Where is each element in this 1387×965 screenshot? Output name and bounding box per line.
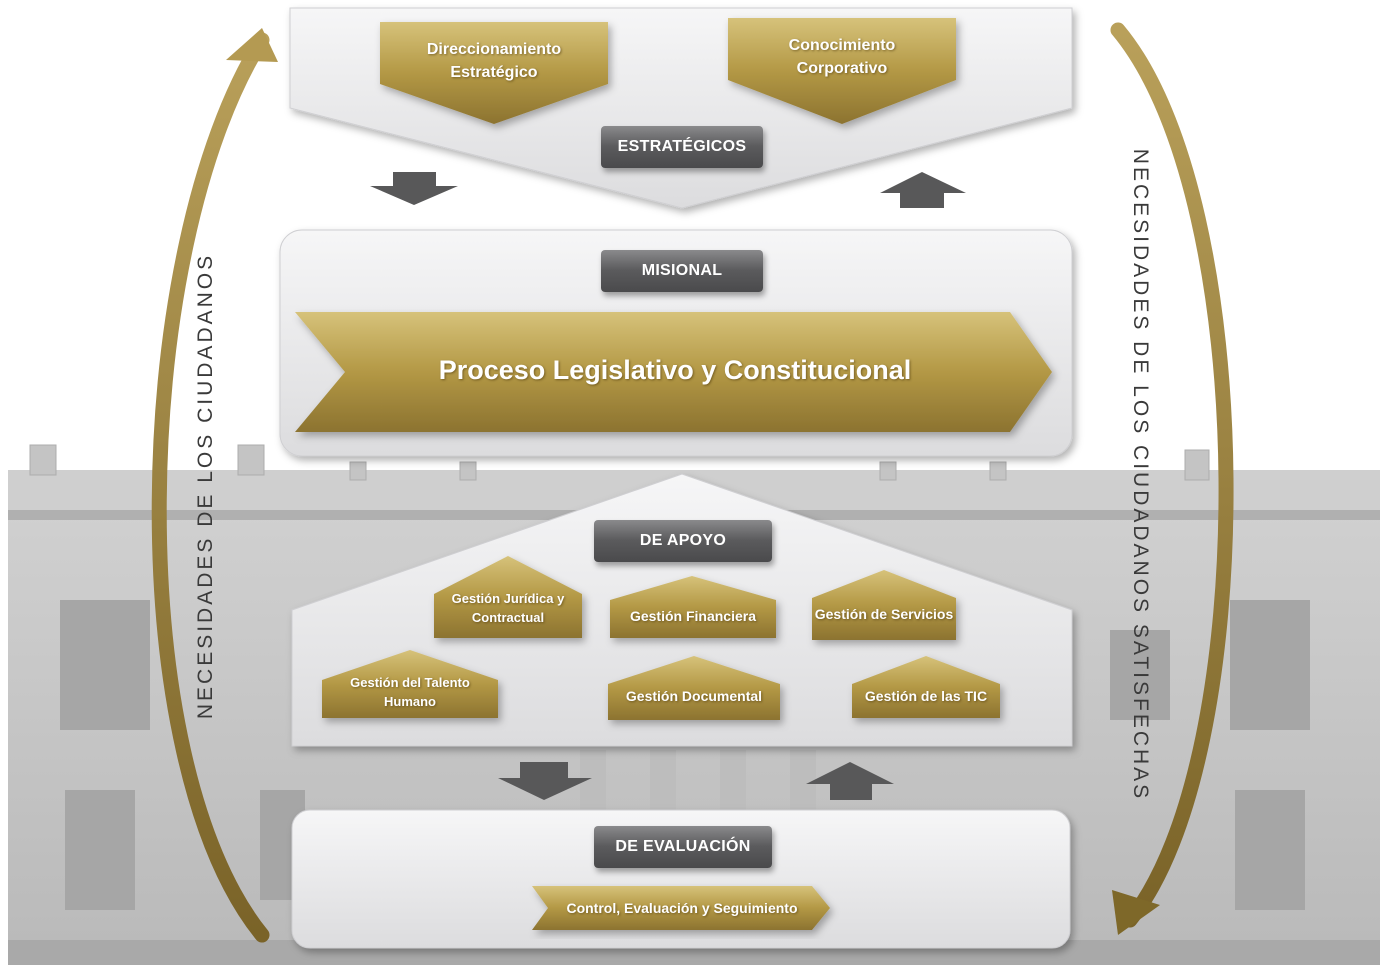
right-side-label: NECESIDADES DE LOS CIUDADANOS SATISFECHA… (1129, 148, 1152, 802)
strategic-tag: ESTRATÉGICOS (601, 126, 763, 168)
evaluacion-process-label: Control, Evaluación y Seguimiento (566, 899, 798, 916)
left-arc-arrowhead (226, 28, 278, 62)
apoyo-item-2: Gestión Financiera (629, 607, 757, 624)
evaluacion-tag: DE EVALUACIÓN (594, 826, 772, 868)
apoyo-tag: DE APOYO (594, 520, 772, 562)
right-cycle-arc (1110, 22, 1234, 928)
apoyo-item-6: Gestión de las TIC (864, 687, 988, 704)
apoyo-item-2-shape (610, 576, 776, 638)
strategic-item-1-shape (380, 22, 608, 124)
evaluacion-process-shape (532, 886, 830, 930)
strategic-item-2: Conocimiento Corporativo (788, 36, 896, 77)
apoyo-item-5: Gestión Documental (625, 687, 763, 704)
up-arrow-top (880, 172, 966, 208)
up-arrow-bottom (806, 762, 894, 800)
evaluacion-panel (291, 809, 1071, 949)
apoyo-item-3-shape (812, 570, 956, 640)
misional-process-shape (295, 312, 1052, 432)
apoyo-item-5-shape (608, 656, 780, 720)
left-side-label: NECESIDADES DE LOS CIUDADANOS (194, 252, 217, 720)
right-arc-arrowhead (1112, 890, 1160, 935)
down-arrow-top (370, 172, 458, 205)
strategic-item-1: Direccionamiento Estratégico (426, 40, 562, 81)
apoyo-item-6-shape (852, 656, 1000, 718)
apoyo-item-4-shape (322, 650, 498, 718)
misional-tag: MISIONAL (601, 250, 763, 292)
apoyo-item-4: Gestión del Talento Humano (350, 675, 470, 709)
misional-process-label: Proceso Legislativo y Constitucional (438, 355, 912, 386)
apoyo-item-1: Gestión Jurídica y Contractual (451, 591, 565, 625)
left-cycle-arc (151, 32, 270, 943)
down-arrow-bottom (498, 762, 592, 800)
apoyo-item-3: Gestión de Servicios (814, 605, 954, 622)
apoyo-item-1-shape (434, 556, 582, 638)
strategic-item-2-shape (728, 18, 956, 124)
